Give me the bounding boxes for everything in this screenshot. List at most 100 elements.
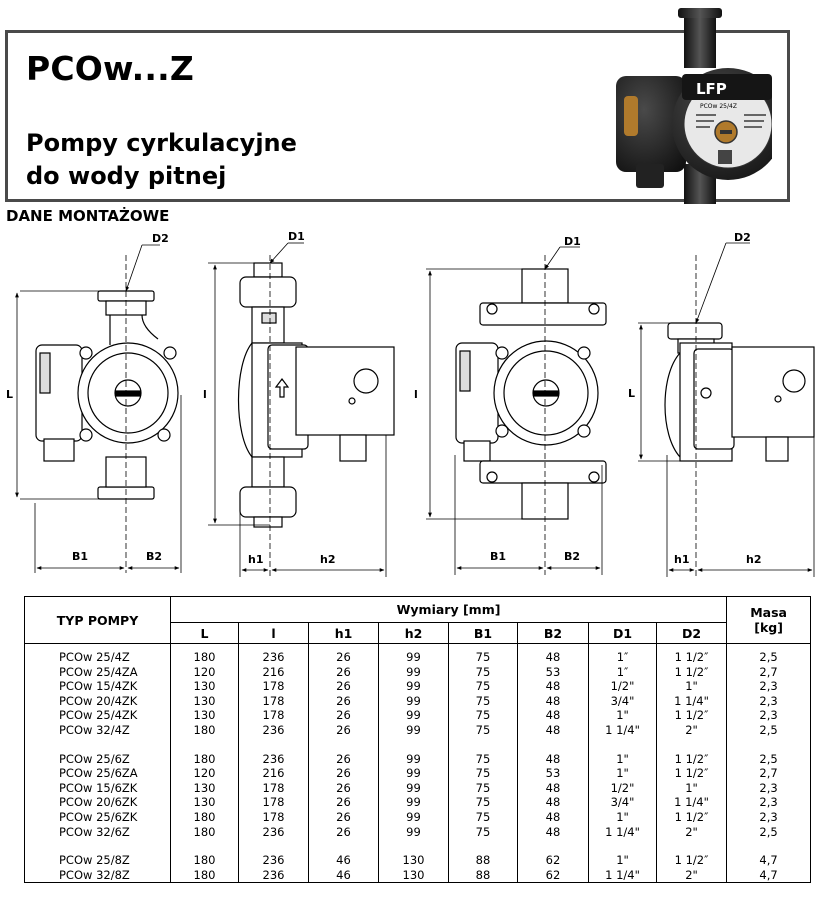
d2-cell: 1 1/2″ — [655, 751, 728, 767]
spacer-cell — [170, 737, 239, 752]
drawing-side-dimensions — [208, 242, 387, 577]
h1-cell: 26 — [308, 766, 379, 781]
side-dim-l-small-label: l — [203, 388, 207, 401]
b1-cell: 75 — [448, 751, 518, 767]
masa-cell: 2,5 — [726, 643, 812, 665]
spacer-cell — [655, 839, 728, 854]
h2-cell: 99 — [378, 643, 449, 665]
l-big-cell: 180 — [170, 751, 239, 767]
typ-cell: PCOw 25/4ZK — [24, 708, 171, 723]
spacer-cell — [726, 737, 812, 752]
b2-cell: 62 — [517, 867, 589, 884]
d1-cell: 1 1/4" — [588, 867, 657, 884]
l-small-cell: 178 — [238, 780, 309, 796]
h1-cell: 26 — [308, 664, 379, 680]
d2-cell: 1 1/2″ — [655, 664, 728, 680]
spacer-cell — [588, 737, 657, 752]
installation-drawings: L B1 B2 D2 l h1 h2 D1 — [6, 230, 815, 577]
d2-cell: 1 1/2″ — [655, 643, 728, 665]
l-big-cell: 120 — [170, 664, 239, 680]
side-dim-d1-label: D1 — [288, 230, 305, 243]
h2-cell: 99 — [378, 693, 449, 709]
l-big-cell: 180 — [170, 643, 239, 665]
b2-cell: 48 — [517, 780, 589, 796]
masa-cell: 2,7 — [726, 766, 812, 781]
h1-cell: 26 — [308, 679, 379, 694]
d2-cell: 1 1/2″ — [655, 708, 728, 723]
l-small-cell: 236 — [238, 722, 309, 738]
subtitle-line-1: Pompy cyrkulacyjne — [26, 129, 297, 157]
l-big-cell: 180 — [170, 809, 239, 825]
b1-cell: 75 — [448, 708, 518, 723]
d1-cell: 1" — [588, 809, 657, 825]
spacer-cell — [517, 839, 589, 854]
b2-cell: 48 — [517, 693, 589, 709]
col-header-d1: D1 — [588, 622, 657, 644]
d1-cell: 1″ — [588, 664, 657, 680]
h2-cell: 99 — [378, 664, 449, 680]
b2-cell: 48 — [517, 643, 589, 665]
d2-cell: 1 1/4" — [655, 693, 728, 709]
typ-cell: PCOw 25/6ZA — [24, 766, 171, 781]
b1-cell: 75 — [448, 693, 518, 709]
l-big-cell: 180 — [170, 853, 239, 868]
l-big-cell: 180 — [170, 722, 239, 738]
d2-cell: 1 1/2″ — [655, 853, 728, 868]
d1-cell: 1 1/4" — [588, 824, 657, 840]
h2-cell: 99 — [378, 679, 449, 694]
dimensions-table: TYP POMPY Wymiary [mm] Masa [kg] L l h1 … — [24, 596, 812, 884]
b1-cell: 75 — [448, 795, 518, 810]
spacer-cell — [588, 839, 657, 854]
d2-cell: 1 1/2″ — [655, 809, 728, 825]
l-small-cell: 178 — [238, 795, 309, 810]
group-spacer-row — [24, 839, 812, 854]
typ-cell: PCOw 25/6ZK — [24, 809, 171, 825]
col-header-h1: h1 — [308, 622, 379, 644]
d1-cell: 1" — [588, 708, 657, 723]
b1-cell: 75 — [448, 722, 518, 738]
spacer-cell — [517, 737, 589, 752]
typ-cell: PCOw 32/8Z — [24, 867, 171, 884]
masa-cell: 4,7 — [726, 853, 812, 868]
typ-cell: PCOw 25/6Z — [24, 751, 171, 767]
l-small-cell: 216 — [238, 664, 309, 680]
b2-cell: 48 — [517, 795, 589, 810]
col-header-l-small: l — [238, 622, 309, 644]
drawing-flanged-dimensions — [426, 246, 603, 575]
d1-cell: 1 1/4" — [588, 722, 657, 738]
l-big-cell: 180 — [170, 824, 239, 840]
header-masa-line-2: [kg] — [754, 620, 783, 635]
flanged-dim-l-small-label: l — [414, 388, 418, 401]
d1-cell: 3/4" — [588, 693, 657, 709]
b2-cell: 53 — [517, 664, 589, 680]
drawing-front-dimensions — [15, 244, 182, 573]
masa-cell: 2,5 — [726, 824, 812, 840]
col-header-h2: h2 — [378, 622, 449, 644]
l-big-cell: 130 — [170, 795, 239, 810]
h1-cell: 46 — [308, 867, 379, 884]
b1-cell: 75 — [448, 664, 518, 680]
h2-cell: 99 — [378, 751, 449, 767]
compact-dim-d2-label: D2 — [734, 231, 751, 244]
h1-cell: 26 — [308, 795, 379, 810]
d2-cell: 2" — [655, 824, 728, 840]
page-title: PCOw...Z — [26, 49, 194, 88]
l-small-cell: 236 — [238, 643, 309, 665]
l-big-cell: 180 — [170, 867, 239, 884]
b1-cell: 75 — [448, 809, 518, 825]
h2-cell: 99 — [378, 795, 449, 810]
d2-cell: 2" — [655, 722, 728, 738]
spacer-cell — [448, 737, 518, 752]
h1-cell: 26 — [308, 708, 379, 723]
spacer-cell — [726, 839, 812, 854]
front-dim-b2-label: B2 — [146, 550, 162, 563]
